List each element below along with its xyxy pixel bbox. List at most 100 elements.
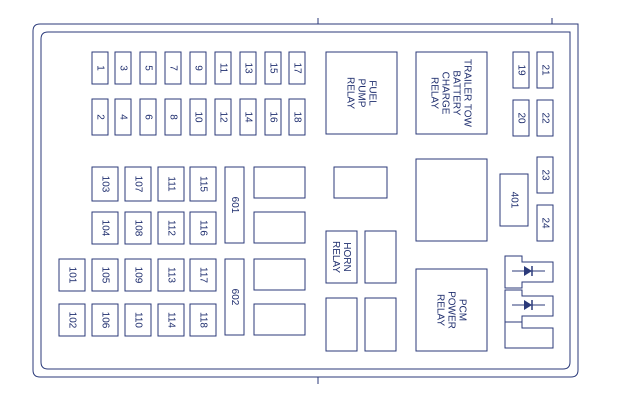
fuse-label: 113: [165, 267, 176, 283]
fuse-103[interactable]: 103: [91, 166, 119, 202]
pcm-power-relay[interactable]: PCM POWER RELAY: [415, 268, 488, 352]
pcm-power-relay-label: PCM POWER RELAY: [434, 291, 467, 329]
fuse-label: 13: [242, 62, 253, 74]
fuse-108[interactable]: 108: [124, 211, 152, 245]
fuel-pump-relay[interactable]: FUEL PUMP RELAY: [325, 51, 398, 135]
empty-slot[interactable]: [333, 166, 388, 199]
fuse-118[interactable]: 118: [189, 303, 217, 337]
fuse-113[interactable]: 113: [157, 258, 185, 292]
fuse-label: 17: [291, 62, 302, 74]
fuse-6[interactable]: 6: [139, 98, 157, 136]
relay-label-line: PCM: [456, 299, 467, 321]
fuse-117[interactable]: 117: [189, 258, 217, 292]
fuse-label: 116: [197, 220, 208, 236]
fuse-18[interactable]: 18: [288, 98, 306, 136]
fuse-label: 117: [197, 267, 208, 283]
fuse-115[interactable]: 115: [189, 166, 217, 202]
fuse-19[interactable]: 19: [512, 51, 530, 89]
fuse-16[interactable]: 16: [264, 98, 282, 136]
fuse-11[interactable]: 11: [214, 51, 232, 85]
fuse-116[interactable]: 116: [189, 211, 217, 245]
empty-slots: [253, 158, 488, 352]
fuse-label: 4: [117, 114, 128, 120]
fuse-601[interactable]: 601: [224, 166, 245, 244]
fuse-3[interactable]: 3: [114, 51, 132, 85]
empty-slot[interactable]: [325, 297, 358, 352]
diode-connector-bottom[interactable]: [504, 321, 554, 349]
fuse-111[interactable]: 111: [157, 166, 185, 202]
fuse-109[interactable]: 109: [124, 258, 152, 292]
fuse-label: 114: [165, 312, 176, 328]
fuse-112[interactable]: 112: [157, 211, 185, 245]
empty-slot[interactable]: [364, 297, 397, 352]
empty-relay-slot[interactable]: [415, 158, 488, 242]
fuse-401[interactable]: 401: [499, 173, 529, 227]
fuse-8[interactable]: 8: [164, 98, 182, 136]
fuse-23[interactable]: 23: [536, 156, 554, 194]
fuse-12[interactable]: 12: [214, 98, 232, 136]
fuse-row-top-2: 2 4 6 8 10 12 14 16 18: [91, 98, 306, 136]
empty-slot[interactable]: [364, 230, 397, 284]
fuse-101[interactable]: 101: [58, 258, 86, 292]
fuse-602[interactable]: 602: [224, 258, 245, 336]
fuse-label: 111: [165, 176, 176, 192]
fuse-15[interactable]: 15: [264, 51, 282, 85]
fuse-label: 21: [539, 64, 550, 76]
fuse-106[interactable]: 106: [91, 303, 119, 337]
diode-icon: [512, 266, 545, 276]
inner-frame: [40, 31, 571, 370]
fuse-13[interactable]: 13: [239, 51, 257, 85]
fuse-102[interactable]: 102: [58, 303, 86, 337]
fuse-17[interactable]: 17: [288, 51, 306, 85]
empty-slot[interactable]: [253, 211, 306, 244]
fuse-label: 23: [539, 169, 550, 181]
fuse-label: 109: [132, 267, 143, 284]
fuse-label: 3: [117, 65, 128, 71]
fuse-114[interactable]: 114: [157, 303, 185, 337]
fuse-label: 7: [167, 65, 178, 71]
fuse-label: 19: [515, 64, 526, 76]
fuse-label: 20: [515, 112, 526, 124]
fuse-grid-100-series: 103 104 105 106 107 108 109 110 111 112 …: [58, 166, 217, 337]
fuse-label: 601: [229, 197, 240, 214]
relay-label-line: TRAILER TOW: [461, 59, 472, 128]
empty-slot[interactable]: [253, 166, 306, 199]
fuse-24[interactable]: 24: [536, 204, 554, 242]
fuse-5[interactable]: 5: [139, 51, 157, 85]
fuse-label: 108: [132, 220, 143, 237]
fuse-104[interactable]: 104: [91, 211, 119, 245]
fuse-14[interactable]: 14: [239, 98, 257, 136]
fuse-2[interactable]: 2: [91, 98, 109, 136]
fuse-label: 5: [142, 65, 153, 71]
fuse-label: 11: [217, 63, 228, 74]
fuse-21[interactable]: 21: [536, 51, 554, 89]
fuse-label: 22: [539, 112, 550, 124]
fuse-label: 104: [99, 220, 110, 237]
fuse-105[interactable]: 105: [91, 258, 119, 292]
outer-frame: [32, 23, 579, 378]
fuse-4[interactable]: 4: [114, 98, 132, 136]
trailer-tow-battery-charge-relay[interactable]: TRAILER TOW BATTERY CHARGE RELAY: [415, 51, 488, 135]
diode-connector-top[interactable]: [504, 255, 554, 289]
fuse-20[interactable]: 20: [512, 99, 530, 137]
fuse-9[interactable]: 9: [189, 51, 207, 85]
empty-slot[interactable]: [253, 258, 306, 291]
fuse-22[interactable]: 22: [536, 99, 554, 137]
fuse-10[interactable]: 10: [189, 98, 207, 136]
horn-relay[interactable]: HORN RELAY: [325, 230, 358, 284]
fuse-label: 18: [291, 111, 302, 123]
fuse-label: 101: [66, 267, 77, 284]
fuse-1[interactable]: 1: [91, 51, 109, 85]
fuse-label: 112: [165, 220, 176, 236]
fuse-107[interactable]: 107: [124, 166, 152, 202]
diode-icon: [512, 300, 545, 310]
relay-label-line: BATTERY: [450, 70, 461, 116]
fuse-110[interactable]: 110: [124, 303, 152, 337]
fuse-7[interactable]: 7: [164, 51, 182, 85]
relay-label-line: RELAY: [428, 77, 439, 109]
fuse-label: 10: [192, 111, 203, 123]
fuse-group-right-top: 19 21 20 22: [512, 51, 554, 137]
empty-slot[interactable]: [253, 303, 306, 336]
fuse-label: 1: [94, 65, 105, 71]
